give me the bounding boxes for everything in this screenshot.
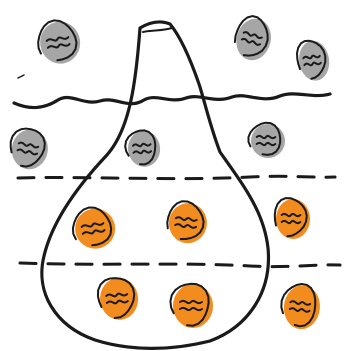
squiggle-bubble-icon: [45, 36, 71, 49]
bubble-group: [9, 15, 330, 330]
bubble-fill: [276, 199, 310, 239]
bubble-outline: [296, 39, 327, 80]
squiggle-bubble-icon: [80, 222, 106, 235]
bubble-outline: [96, 277, 136, 319]
squiggle-bubble-icon: [280, 212, 302, 225]
squiggle-bubble-icon: [255, 134, 277, 147]
squiggle-bubble-icon: [179, 299, 203, 312]
bubble-below-water-6: [247, 121, 285, 158]
layer-divider-top: [16, 174, 337, 181]
iceberg-icon: [40, 20, 271, 350]
bubble-outline: [124, 129, 157, 166]
bubble-below-water-4: [9, 127, 48, 170]
bubble-deep-layer-2-11: [169, 282, 213, 328]
bubble-above-sky-2: [233, 15, 271, 61]
bubble-outline: [169, 282, 210, 327]
bubble-fill: [168, 203, 207, 244]
bubble-deep-layer-1-9: [273, 197, 310, 239]
bubble-deep-layer-1-8: [166, 200, 207, 244]
bubble-outline: [9, 127, 46, 168]
layer-divider-bottom: [18, 261, 342, 269]
sketch-dash: [17, 74, 25, 79]
bubble-deep-layer-2-12: [280, 282, 320, 330]
squiggle-bubble-icon: [302, 54, 322, 67]
bubble-above-sky-1: [37, 19, 81, 64]
squiggle-bubble-icon: [105, 292, 129, 305]
squiggle-bubble-icon: [16, 141, 40, 156]
bubble-fill: [173, 284, 213, 328]
water-surface-line: [12, 92, 332, 110]
bubble-deep-layer-1-7: [71, 206, 116, 249]
bubble-outline: [280, 282, 317, 328]
bubble-outline: [273, 197, 308, 238]
bubble-fill: [75, 208, 116, 249]
squiggle-bubble-icon: [174, 216, 198, 229]
bubble-outline: [37, 19, 78, 62]
bubble-below-water-5: [124, 129, 161, 167]
bubble-outline: [166, 200, 205, 241]
iceberg-peak-accent: [142, 27, 173, 33]
bubble-outline: [233, 15, 269, 57]
bubble-fill: [40, 21, 81, 64]
bubble-above-sky-3: [296, 39, 330, 81]
squiggle-bubble-icon: [288, 300, 312, 313]
bubble-outline: [247, 121, 282, 156]
bubble-outline: [71, 206, 113, 247]
squiggle-bubble-icon: [131, 142, 153, 155]
squiggle-bubble-icon: [240, 31, 263, 46]
bubble-deep-layer-2-10: [96, 277, 139, 320]
